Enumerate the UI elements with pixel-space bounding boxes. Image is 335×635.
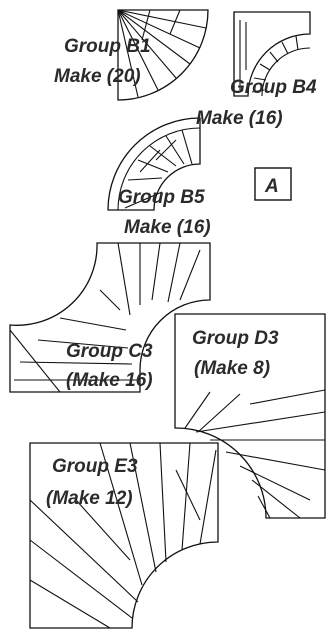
d3-make-label: (Make 8)	[194, 358, 270, 379]
piece-group-b1	[117, 9, 209, 101]
b4-make-label: Make (16)	[196, 108, 283, 129]
c3-group-label: Group C3	[66, 341, 153, 362]
e3-make-label: (Make 12)	[46, 488, 133, 509]
b4-group-label: Group B4	[230, 77, 317, 98]
piece-group-c3	[9, 242, 211, 393]
piece-group-e3	[29, 442, 219, 629]
piece-group-d3	[174, 313, 326, 519]
b1-group-label: Group B1	[64, 36, 151, 57]
d3-group-label: Group D3	[192, 328, 279, 349]
b1-make-label: Make (20)	[54, 66, 141, 87]
piece-group-b5	[107, 117, 201, 211]
b5-group-label: Group B5	[118, 187, 205, 208]
e3-group-label: Group E3	[52, 456, 138, 477]
b5-make-label: Make (16)	[124, 217, 211, 238]
c3-make-label: (Make 16)	[66, 370, 153, 391]
label-a-box	[254, 167, 292, 201]
piece-group-b4	[233, 11, 311, 97]
a-label: A	[264, 176, 279, 197]
